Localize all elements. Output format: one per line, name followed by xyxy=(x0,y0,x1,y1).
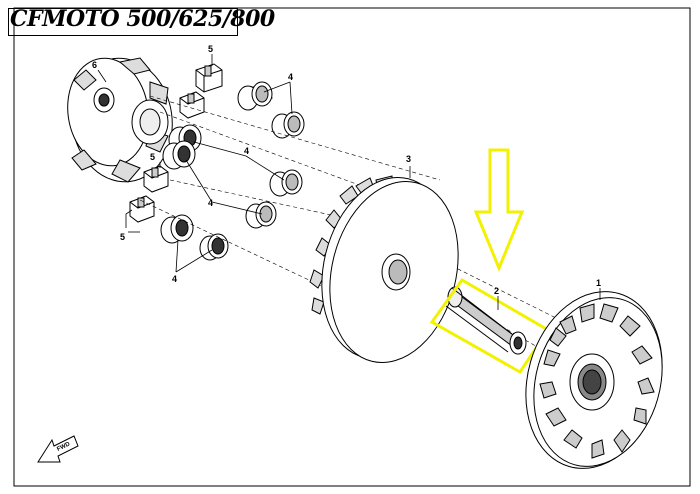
callout-part-4-bottom: 4 xyxy=(172,274,177,284)
callout-part-4-mid: 4 xyxy=(244,146,249,156)
callout-part-4-lower: 4 xyxy=(208,198,213,208)
callout-part-5-bottom: 5 xyxy=(120,232,125,242)
callout-part-4-top: 4 xyxy=(288,72,293,82)
part-4-roller-g xyxy=(160,214,194,244)
callout-part-2: 2 xyxy=(494,286,499,296)
page-title: CFMOTO 500/625/800 xyxy=(10,6,275,32)
part-4-roller-e xyxy=(269,169,303,197)
part-5-slider-top xyxy=(195,63,223,93)
forward-direction-icon: FWD xyxy=(37,435,79,463)
part-5-slider-group xyxy=(129,63,223,223)
part-1-fan-sheave xyxy=(525,291,663,469)
part-3-sheave xyxy=(309,175,459,364)
part-5-slider-bottom xyxy=(129,195,155,223)
part-4-roller-b xyxy=(271,111,305,139)
part-5-slider-mid xyxy=(179,91,205,119)
part-4-roller-f xyxy=(245,201,277,229)
forward-label: FWD xyxy=(56,441,72,453)
part-4-roller-a xyxy=(237,81,274,111)
diagram-frame xyxy=(13,7,691,487)
part-4-leaders xyxy=(175,81,293,273)
part-4-roller-h xyxy=(199,233,229,261)
part-6-ramp-plate xyxy=(67,57,173,183)
callout-part-5-top: 5 xyxy=(208,44,213,54)
callout-part-6: 6 xyxy=(92,60,97,70)
callout-part-1: 1 xyxy=(596,278,601,288)
callout-part-3: 3 xyxy=(406,154,411,164)
part-2-sleeve xyxy=(445,286,527,355)
callout-part-5-mid: 5 xyxy=(150,152,155,162)
part-4-roller-d xyxy=(162,140,196,170)
callout-leaders xyxy=(97,69,601,310)
highlight-arrow-down xyxy=(473,148,525,272)
part-4-rollers xyxy=(160,81,305,261)
part-5-leaders xyxy=(125,54,213,233)
